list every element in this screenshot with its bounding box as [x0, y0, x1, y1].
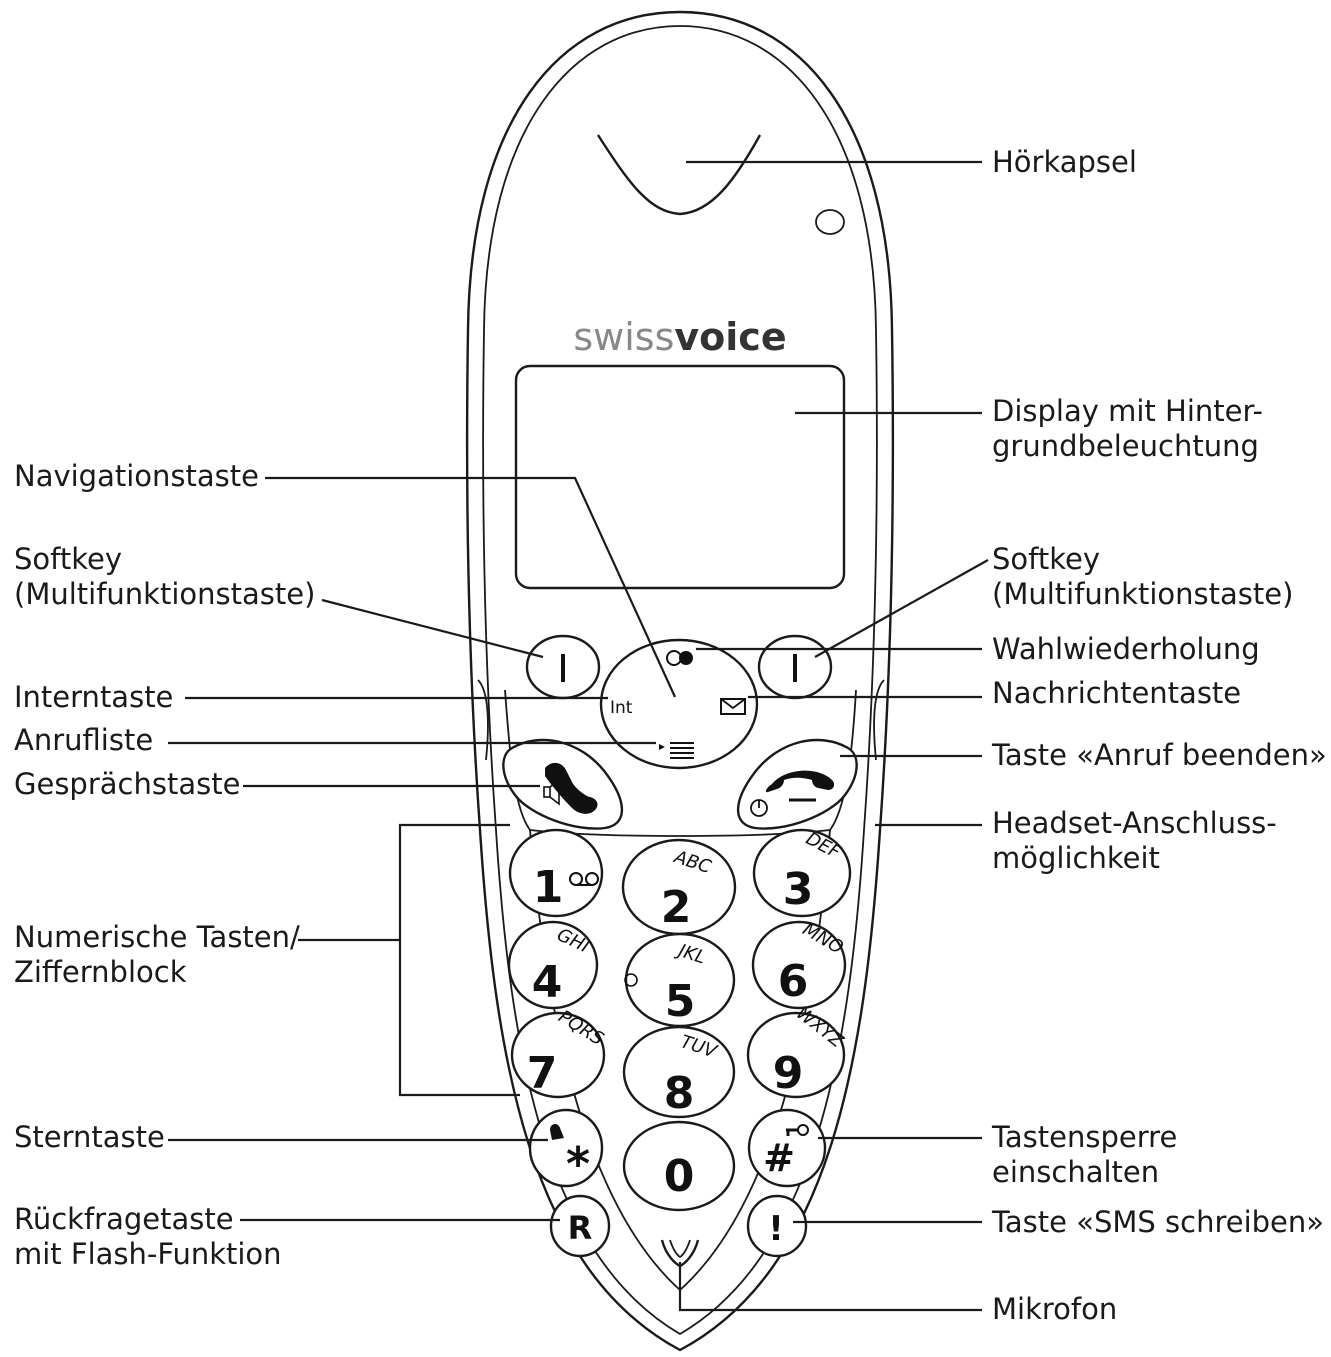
keypad: 1 2 ABC 3 DEF 4 GHI 5 JKL [507, 828, 852, 1258]
brand-part1: swiss [573, 315, 674, 359]
key-1[interactable]: 1 [508, 828, 604, 918]
leader-navigationstaste [265, 476, 677, 698]
key-2[interactable]: 2 ABC [621, 838, 737, 936]
label-rueckfrage: Rückfragetaste mit Flash-Funktion [14, 1202, 282, 1271]
label-wahlwiederholung: Wahlwiederholung [992, 632, 1260, 666]
key-1-number: 1 [533, 862, 564, 913]
key-r-symbol: R [568, 1209, 593, 1247]
label-display: Display mit Hinter- grundbeleuchtung [992, 394, 1263, 463]
label-gespraechstaste: Gesprächstaste [14, 767, 241, 801]
label-mikrofon: Mikrofon [992, 1292, 1118, 1326]
leader-lines [168, 160, 989, 1312]
key-star-symbol: * [566, 1137, 590, 1191]
key-6[interactable]: 6 MNO [751, 919, 847, 1010]
key-2-number: 2 [661, 882, 692, 933]
key-4[interactable]: 4 GHI [507, 920, 599, 1010]
redial-icon [666, 650, 693, 666]
end-call-key[interactable] [736, 738, 858, 830]
key-7[interactable]: 7 PQRS [510, 1006, 607, 1099]
brand-part2: voice [674, 315, 786, 359]
label-sms: Taste «SMS schreiben» [992, 1205, 1325, 1239]
key-4-number: 4 [532, 957, 563, 1008]
key-3[interactable]: 3 DEF [752, 828, 852, 918]
handset-on-hook-icon [765, 770, 835, 793]
key-5-number: 5 [665, 976, 696, 1027]
key-9[interactable]: 9 WXYZ [746, 1003, 848, 1099]
key-hash-symbol: # [763, 1136, 795, 1180]
key-9-number: 9 [773, 1048, 804, 1099]
light-sensor [815, 209, 845, 235]
key-hash[interactable]: # [747, 1108, 827, 1188]
label-hoerkapsel: Hörkapsel [992, 145, 1137, 179]
label-headset: Headset-Anschluss- möglichkeit [992, 806, 1277, 875]
key-sms[interactable]: ! [746, 1194, 808, 1258]
softkey-right[interactable] [757, 634, 833, 700]
leader-softkey-right [814, 559, 989, 658]
label-interntaste: Interntaste [14, 680, 174, 714]
key-3-number: 3 [783, 864, 814, 915]
call-list-icon [659, 742, 694, 759]
key-7-number: 7 [527, 1048, 558, 1099]
key-lock-icon [786, 1124, 809, 1136]
key-r[interactable]: R [549, 1194, 611, 1258]
label-numerische: Numerische Tasten/ Ziffernblock [14, 920, 300, 989]
talk-key[interactable] [502, 738, 624, 830]
leader-softkey-left [321, 598, 544, 659]
label-navigationstaste: Navigationstaste [14, 459, 259, 493]
label-nachrichtentaste: Nachrichtentaste [992, 676, 1242, 710]
label-anrufliste: Anrufliste [14, 723, 154, 757]
leader-mikrofon [678, 1262, 982, 1312]
key-6-number: 6 [778, 956, 809, 1007]
int-label: Int [610, 698, 633, 718]
key-8[interactable]: 8 TUV [622, 1025, 736, 1119]
label-anruf-beenden: Taste «Anruf beenden» [992, 738, 1327, 772]
envelope-icon [720, 698, 746, 715]
leader-numerische-bracket [398, 823, 520, 1097]
key-sms-symbol: ! [768, 1209, 784, 1249]
handset-off-hook-icon [545, 762, 598, 814]
key-0[interactable]: 0 [622, 1120, 736, 1212]
voicemail-icon [569, 872, 599, 886]
navigation-key[interactable]: Int [599, 638, 759, 770]
key-8-number: 8 [664, 1068, 695, 1119]
key-5-tactile-dot [624, 973, 638, 987]
speaker-icon [543, 778, 560, 806]
label-sterntaste: Sterntaste [14, 1120, 165, 1154]
label-tastensperre: Tastensperre einschalten [992, 1120, 1178, 1189]
key-0-number: 0 [664, 1151, 695, 1202]
label-softkey-right: Softkey (Multifunktionstaste) [992, 542, 1294, 611]
power-icon [750, 799, 768, 817]
label-softkey-left: Softkey (Multifunktionstaste) [14, 542, 316, 611]
key-star[interactable]: * [528, 1108, 604, 1191]
brand-logo: swissvoice [573, 315, 786, 359]
key-5[interactable]: 5 JKL [624, 932, 736, 1028]
softkey-left[interactable] [525, 634, 601, 700]
earpiece [596, 134, 762, 216]
bell-icon [550, 1124, 564, 1140]
